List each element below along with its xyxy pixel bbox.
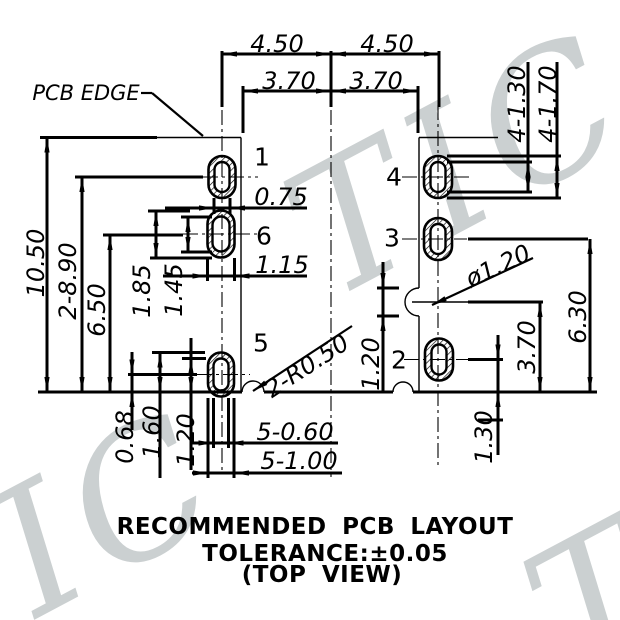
pad-4-number: 4: [386, 163, 402, 192]
arrowhead: [129, 359, 135, 375]
arrowhead: [230, 205, 245, 211]
arrowhead: [587, 377, 593, 392]
arrowhead: [424, 51, 439, 57]
dim-pad5-hole-edge: 1.20: [172, 413, 200, 466]
arrowhead: [107, 377, 113, 392]
arrowhead: [129, 392, 135, 407]
leader-line: [431, 257, 534, 306]
arrowhead: [525, 177, 531, 192]
arrowhead: [380, 273, 386, 288]
arrowhead: [554, 183, 560, 198]
title-line-2: TOLERANCE:±0.05: [202, 541, 448, 567]
dim-pad3-edge: 6.30: [564, 290, 592, 343]
arrowheads-layer: [44, 51, 593, 476]
dim-top-right-outer: 4.50: [360, 30, 413, 58]
title-line-1: RECOMMENDED PCB LAYOUT: [117, 514, 514, 540]
centerlines-layer: [183, 105, 470, 477]
arrowhead: [188, 377, 194, 392]
arrowhead: [188, 358, 194, 374]
dim-top-left-inner: 3.70: [262, 67, 315, 95]
arrowhead: [185, 217, 191, 232]
dim-pad5-center-edge: 0.68: [111, 410, 139, 463]
arrowhead: [587, 239, 593, 254]
arrowhead: [432, 296, 447, 305]
dim-holes-width: 5-0.60: [256, 418, 333, 446]
dim-pad6-outer-width: 1.15: [255, 251, 308, 279]
arrowhead: [234, 470, 249, 476]
arrowhead: [243, 88, 258, 94]
dim-holes-height: 4-1.30: [503, 65, 531, 142]
arrowhead: [380, 316, 386, 331]
arrowhead: [44, 377, 50, 392]
pad-6-number: 6: [256, 222, 272, 251]
dim-pad2-edge: 1.30: [470, 410, 498, 463]
arrowhead: [198, 440, 214, 446]
arrowhead: [79, 177, 85, 192]
leader-lines-layer: [141, 91, 534, 392]
pad-3-number: 3: [384, 224, 400, 253]
arrowhead: [185, 237, 191, 252]
arrowhead: [316, 51, 331, 57]
dim-pad5-outer-edge: 1.60: [138, 405, 166, 458]
arrowhead: [79, 377, 85, 392]
arrowhead: [157, 377, 163, 392]
leader-line: [151, 92, 204, 137]
arrowhead: [193, 470, 208, 476]
arrowhead: [331, 51, 346, 57]
dim-pad6-outer-height: 1.85: [128, 264, 156, 317]
title-line-3: (TOP VIEW): [242, 562, 403, 588]
pad-5-number: 5: [253, 329, 269, 358]
notch-arc: [241, 380, 265, 393]
arrowhead: [525, 162, 531, 177]
arrowhead: [153, 211, 159, 226]
pad-2-number: 2: [391, 346, 407, 375]
dim-top-right-inner: 3.70: [349, 67, 402, 95]
arrowhead: [403, 88, 418, 94]
dim-total-height: 10.50: [22, 229, 50, 298]
notch-arc: [404, 287, 420, 317]
dim-pads-width: 5-1.00: [260, 447, 337, 475]
outline-layer: [157, 136, 498, 393]
arrowhead: [331, 88, 346, 94]
dim-pad1-edge: 2-8.90: [54, 242, 82, 319]
arrowhead: [192, 273, 208, 279]
arrowhead: [228, 440, 244, 446]
arrowhead: [253, 380, 267, 391]
dim-top-left-outer: 4.50: [250, 30, 303, 58]
dim-pad6-edge: 6.50: [83, 283, 111, 336]
arrowhead: [316, 88, 331, 94]
notch-arc: [392, 381, 414, 393]
arrowhead: [537, 377, 543, 392]
pcb-edge-label: PCB EDGE: [32, 81, 140, 105]
arrowhead: [537, 302, 543, 317]
pad-1-number: 1: [254, 143, 270, 172]
watermark-text: TIC: [0, 370, 257, 620]
arrowhead: [222, 51, 237, 57]
dim-notch-edge: 3.70: [513, 320, 541, 373]
arrowhead: [153, 243, 159, 258]
dim-pads-height: 4-1.70: [534, 65, 562, 142]
dim-pad6-hole-width: 0.75: [254, 183, 307, 211]
arrowhead: [495, 344, 501, 360]
arrowhead: [157, 352, 163, 368]
arrowhead: [107, 235, 113, 250]
arrowhead: [44, 137, 50, 153]
arrowhead: [554, 156, 560, 171]
arrowhead: [234, 273, 250, 279]
arrowhead: [495, 392, 501, 407]
dim-side-notch-height: 1.20: [357, 337, 385, 390]
arrowhead: [199, 205, 214, 211]
leader-line: [252, 325, 353, 392]
dim-pad6-hole-height: 1.45: [160, 263, 188, 316]
watermark-text: TIC: [495, 372, 620, 620]
